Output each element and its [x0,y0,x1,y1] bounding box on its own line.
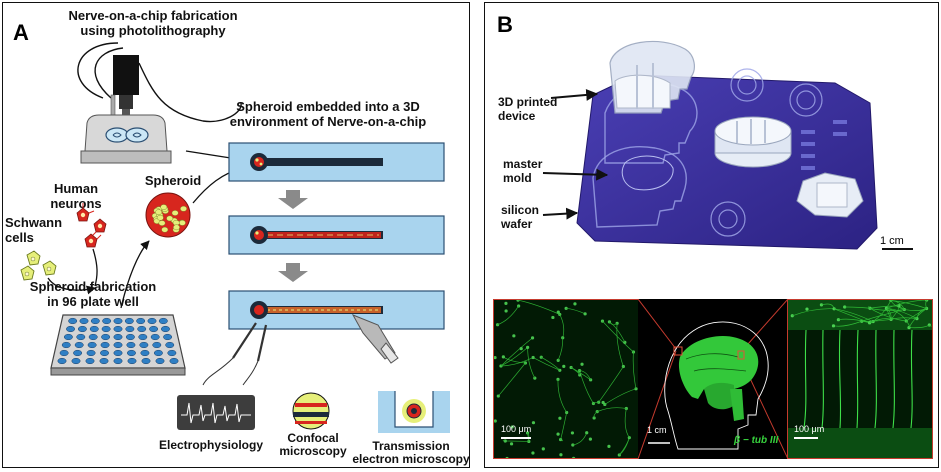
confocal-icon [292,392,330,430]
neural-channels-right-drawing [788,300,932,458]
scale-bar-right [794,437,818,439]
panel-a-illustration [20,42,450,433]
chip-stage-1 [228,142,445,182]
silicon-wafer-label: silicon wafer [501,203,540,231]
fabrication-title: Nerve-on-a-chip fabrication using photol… [68,8,238,38]
scale-bar-left [501,437,531,439]
electrophysiology-label: Electrophysiology [158,438,264,452]
micrograph-left: 100 μm [493,299,639,459]
chip-stage-2 [228,215,445,255]
well-plate-icon [50,314,186,376]
wafer-photo [542,40,913,250]
spheroid-icon [145,192,191,238]
micrograph-center: 1 cm β − tub III [638,299,788,459]
micrograph-right: 100 μm [787,299,933,459]
schwann-cells-label: Schwann cells [5,215,63,245]
grey-arrow-2 [278,263,308,282]
microscope-icon [77,42,242,164]
scale-label-1cm-top: 1 cm [880,235,904,247]
scale-label-100um-left: 100 μm [501,424,532,434]
panel-b: B [484,2,939,468]
tem-label: Transmission electron microscopy [352,439,470,466]
grey-arrow-1 [278,190,308,209]
panel-a-letter: A [13,20,29,45]
master-mold-label: master mold [503,157,543,185]
neural-network-left-drawing [494,300,638,458]
printed-device-large [609,40,695,114]
spheroid-embedded-title: Spheroid embedded into a 3D environment … [229,99,427,129]
chip-stage-3 [228,290,445,330]
printed-device-cross [796,172,864,218]
neuron-cells-icon [76,203,107,248]
printed-device-label: 3D printed device [498,95,558,123]
scale-label-1cm-center: 1 cm [647,425,667,435]
panel-a: A Nerve-on-a-chip fabrication using phot… [2,2,470,468]
panel-b-letter: B [497,12,513,37]
tem-icon [378,391,450,433]
stain-label: β − tub III [734,435,779,446]
scale-label-100um-right: 100 μm [794,424,825,434]
signal-trace-icon [177,395,255,430]
printed-device-cylinder [714,116,792,168]
human-neurons-label: Human neurons [50,181,102,211]
electrode-icon [202,314,399,386]
spheroid-label: Spheroid [144,173,202,188]
schwann-cells-icon [20,250,57,281]
brain-stain-drawing [638,299,788,459]
confocal-label: Confocal microscopy [279,431,347,458]
